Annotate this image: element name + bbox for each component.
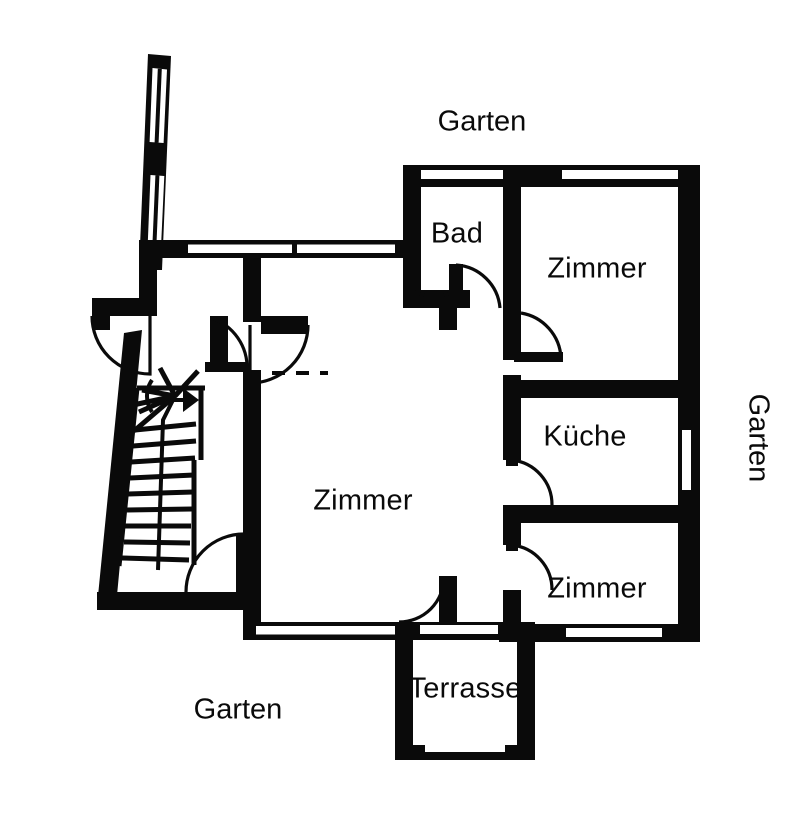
- interior-door-arcs: [398, 263, 563, 624]
- window-zimmer-bottom-south-void: [566, 628, 662, 637]
- stairwell-door: [205, 316, 249, 372]
- entrance-door-left-arc: [90, 315, 152, 376]
- room-label-zimmer-top: Zimmer: [547, 253, 647, 285]
- exterior-labels: Garten Garten Garten: [194, 106, 775, 726]
- room-label-kueche: Küche: [543, 421, 626, 453]
- zimmer-bottom-door-arc: [511, 543, 554, 591]
- house-outer-walls: [403, 165, 700, 642]
- terrasse-door-arc: [398, 576, 446, 624]
- staircase: [116, 366, 205, 571]
- room-label-zimmer-bottom: Zimmer: [547, 573, 647, 605]
- stairwell-bottom-door: [184, 532, 250, 596]
- room-labels: Bad Zimmer Küche Zimmer Zimmer Terrasse: [313, 218, 647, 705]
- zimmer-top-door-arc: [520, 311, 563, 359]
- window-kueche-east-void: [682, 430, 691, 490]
- room-label-bad: Bad: [431, 218, 483, 250]
- room-label-terrasse: Terrasse: [409, 673, 522, 705]
- angled-wall-upper-left: [139, 54, 171, 270]
- hall-north-wall: [139, 240, 403, 258]
- stair-direction-arrow: [172, 388, 199, 412]
- entrance-door-right-arc: [248, 324, 310, 385]
- entrance-door-arcs: [90, 315, 310, 385]
- garten-label-right: Garten: [742, 394, 774, 483]
- garten-label-bottom: Garten: [194, 694, 283, 726]
- entry-vestibule-walls: [92, 298, 308, 365]
- room-label-zimmer-main: Zimmer: [313, 485, 413, 517]
- kueche-door-arc: [511, 458, 554, 506]
- window-bad-north-void: [413, 170, 518, 179]
- window-zimmer-top-north-void: [562, 170, 684, 179]
- window-zimmer-main-south-void: [256, 626, 456, 635]
- terrasse-structure: [395, 622, 535, 760]
- stair-winder-steps: [132, 366, 200, 433]
- garten-label-top: Garten: [438, 106, 527, 138]
- stairwell-outer-wall: [97, 255, 250, 610]
